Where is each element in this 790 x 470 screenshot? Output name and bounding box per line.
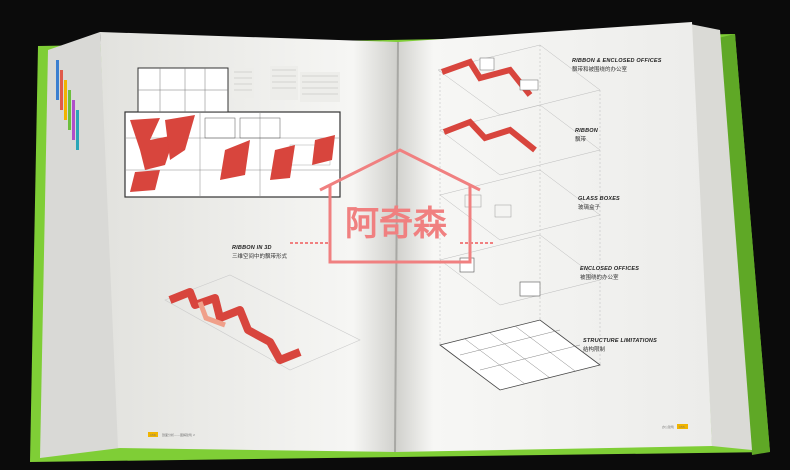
label-enclosed-offices: ENCLOSED OFFICES [580, 266, 639, 272]
right-footer-tab [677, 424, 688, 429]
ribbon-3d-title: RIBBON IN 3D [232, 245, 272, 251]
left-footer-text: 剖面分析——图解建筑 2 [162, 432, 195, 437]
right-page-stack [690, 24, 752, 450]
ribbon-3d-subtitle: 三维空间中的飘带形式 [232, 252, 288, 260]
sublabel-structure: 结构限制 [583, 345, 606, 353]
watermark: 阿奇森 [290, 148, 495, 264]
left-page-stack [40, 32, 120, 458]
label-structure: STRUCTURE LIMITATIONS [583, 338, 657, 344]
page-edge-colors [56, 60, 79, 150]
right-page-number: 155 [679, 425, 685, 429]
sublabel-glass-boxes: 玻璃盒子 [578, 203, 601, 211]
floor-plan [124, 67, 341, 198]
plan-legend [232, 66, 340, 102]
left-footer-tab [148, 432, 158, 437]
axon-guide-lines [439, 45, 601, 365]
watermark-text: 阿奇森 [345, 204, 448, 244]
sublabel-enclosed-offices: 被围绕的办公室 [580, 273, 619, 281]
axon-layer-structure [439, 319, 601, 391]
spine-gutter [394, 41, 399, 453]
cover-shadow [718, 34, 770, 455]
right-footer-text: 办公建筑 [662, 424, 674, 429]
label-ribbon: RIBBON [575, 128, 599, 134]
label-glass-boxes: GLASS BOXES [578, 196, 620, 202]
ribbon-3d-diagram [164, 274, 361, 371]
sublabel-ribbon-offices: 飘带和被围绕的办公室 [572, 65, 628, 73]
house-outline-icon [319, 148, 481, 264]
sublabel-ribbon: 飘带 [575, 136, 587, 143]
left-page-number: 156 [150, 433, 156, 437]
label-ribbon-offices: RIBBON & ENCLOSED OFFICES [572, 58, 662, 64]
